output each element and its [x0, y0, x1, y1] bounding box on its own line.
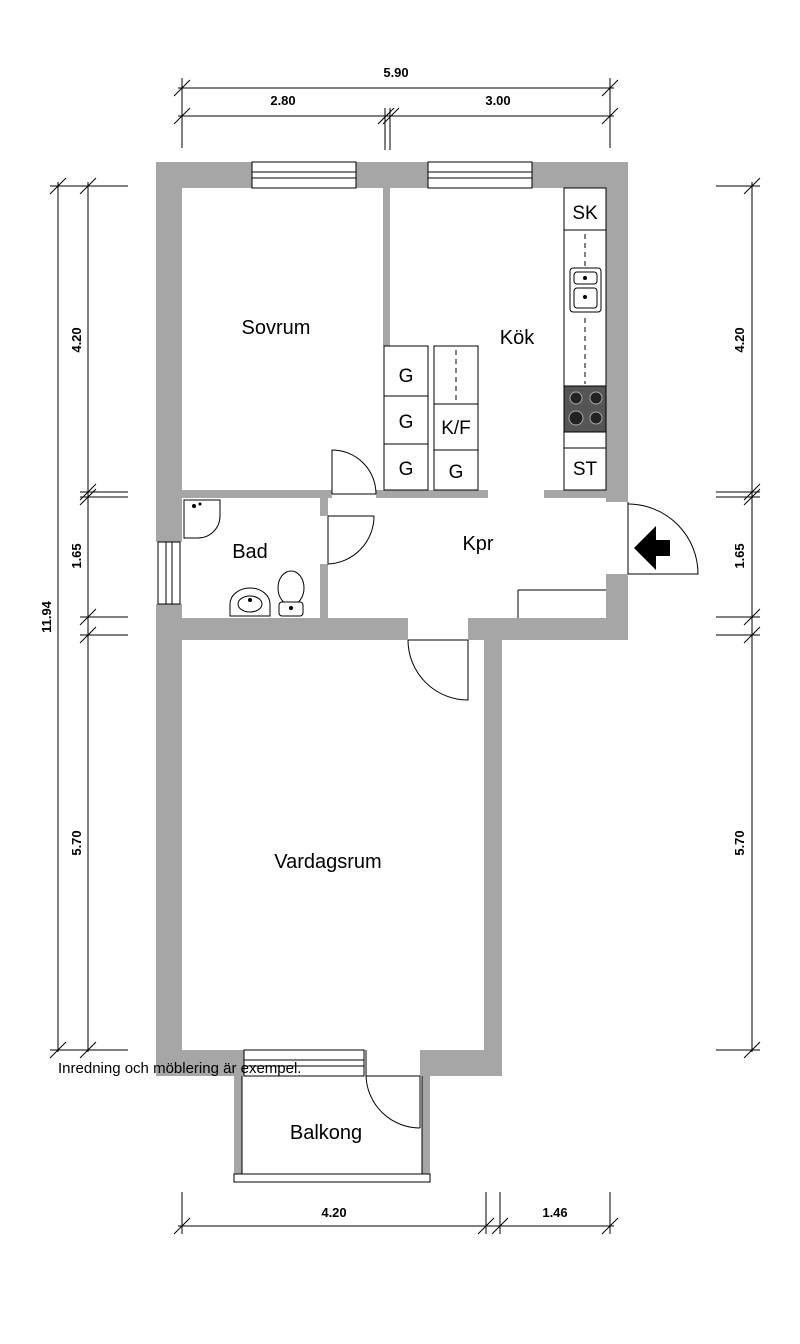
room-label-vardagsrum: Vardagsrum — [274, 851, 381, 873]
walls — [156, 162, 628, 1076]
windows — [157, 161, 533, 1077]
kitchen-fittings — [383, 187, 607, 491]
room-label-kpr: Kpr — [462, 533, 493, 555]
dim-top-right: 3.00 — [485, 93, 510, 108]
dim-right-lower: 5.70 — [732, 830, 747, 855]
appliance-st: ST — [573, 459, 598, 480]
dim-top-left: 2.80 — [270, 93, 295, 108]
appliance-kf: K/F — [441, 418, 471, 439]
room-label-kok: Kök — [500, 327, 535, 349]
dim-bottom-left: 4.20 — [321, 1205, 346, 1220]
dim-right-upper: 4.20 — [732, 327, 747, 352]
bathroom-fittings — [183, 499, 305, 617]
appliance-g-1: G — [399, 366, 414, 387]
dim-left-lower: 5.70 — [69, 830, 84, 855]
left-dimensions — [49, 177, 128, 1059]
dim-bottom-right: 1.46 — [542, 1205, 567, 1220]
dim-total-width: 5.90 — [383, 65, 408, 80]
right-dimensions — [716, 177, 761, 1059]
dim-left-middle: 1.65 — [69, 543, 84, 568]
room-label-sovrum: Sovrum — [242, 317, 311, 339]
room-label-bad: Bad — [232, 541, 268, 563]
top-dimensions — [173, 78, 619, 150]
doors — [327, 449, 699, 1129]
room-label-balkong: Balkong — [290, 1122, 362, 1144]
dim-right-middle: 1.65 — [732, 543, 747, 568]
dim-total-height: 11.94 — [39, 600, 54, 633]
balcony — [233, 1076, 431, 1183]
appliance-g-2: G — [399, 412, 414, 433]
hall-closet — [517, 589, 606, 618]
entrance-arrow-icon — [634, 526, 670, 570]
appliance-g-4: G — [449, 462, 464, 483]
dim-left-upper: 4.20 — [69, 327, 84, 352]
disclaimer-note: Inredning och möblering är exempel. — [58, 1060, 302, 1077]
appliance-sk: SK — [572, 203, 598, 224]
bottom-dimensions — [173, 1192, 619, 1235]
appliance-g-3: G — [399, 459, 414, 480]
